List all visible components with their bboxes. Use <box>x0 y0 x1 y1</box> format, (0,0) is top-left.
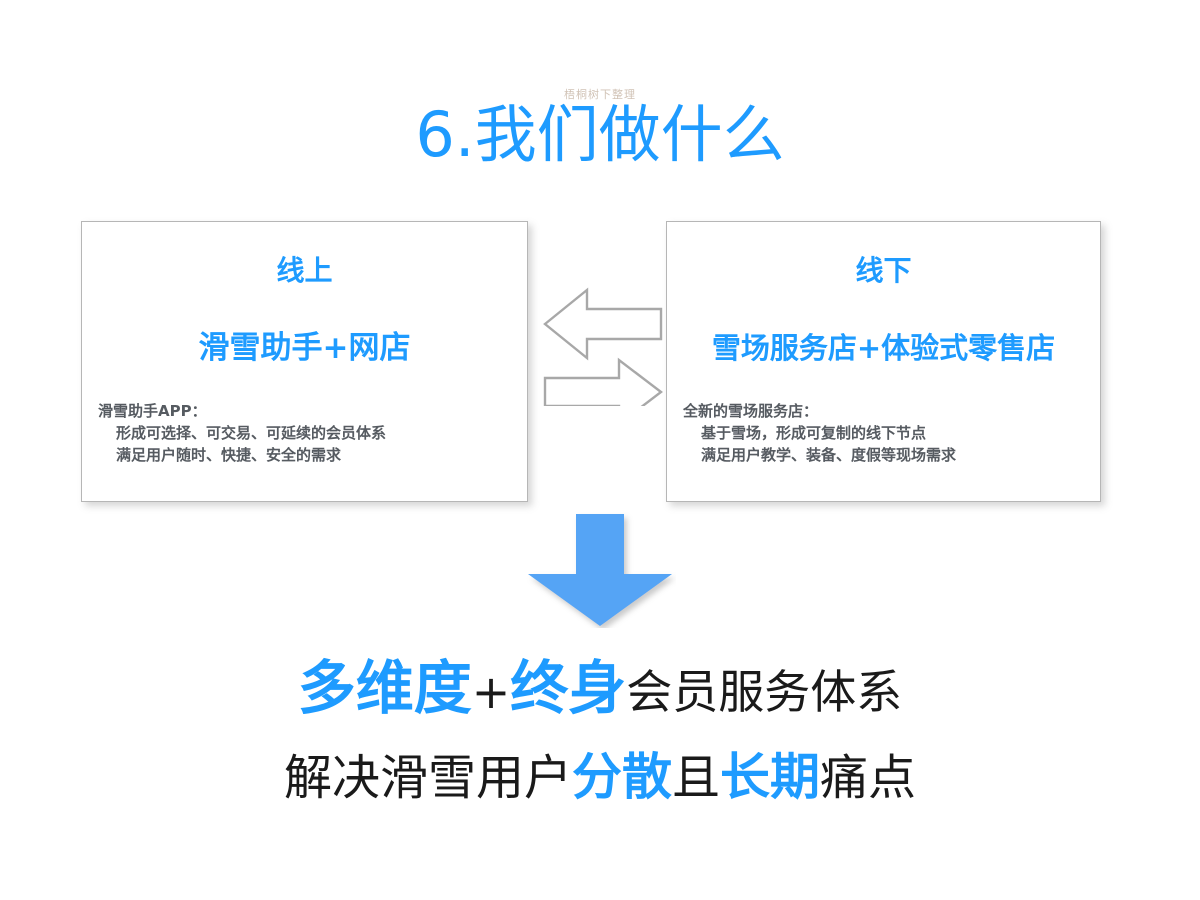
panel-online-item-1: 形成可选择、可交易、可延续的会员体系 <box>116 424 387 442</box>
conclusion-l1-seg3: 终身 <box>510 654 627 722</box>
panel-online-lead: 滑雪助手APP： <box>98 402 207 420</box>
conclusion-line-1: 多维度+终身会员服务体系 <box>0 650 1200 741</box>
conclusion-l2-seg4: 长期 <box>720 748 820 806</box>
conclusion-l1-seg1: 多维度 <box>297 654 472 722</box>
panel-offline-subtitle: 雪场服务店+体验式零售店 <box>711 331 1056 365</box>
panel-online-item-2: 满足用户随时、快捷、安全的需求 <box>116 446 342 464</box>
arrow-left-icon <box>543 287 663 361</box>
panel-offline-heading: 线下 <box>855 254 912 287</box>
panel-online-heading: 线上 <box>276 254 333 287</box>
bidirectional-arrows <box>541 286 665 406</box>
arrow-down-icon <box>528 514 672 626</box>
conclusion-line-2: 解决滑雪用户分散且长期痛点 <box>0 741 1200 825</box>
conclusion-l1-plus: + <box>471 665 511 719</box>
arrow-right-icon <box>543 357 663 406</box>
conclusion-block: 多维度+终身会员服务体系 解决滑雪用户分散且长期痛点 <box>0 650 1200 825</box>
conclusion-l2-seg5: 痛点 <box>820 750 917 806</box>
conclusion-l2-seg2: 分散 <box>571 748 672 806</box>
conclusion-l1-seg4: 会员服务体系 <box>626 665 903 719</box>
panel-offline-body: 全新的雪场服务店： 基于雪场，形成可复制的线下节点 满足用户教学、装备、度假等现… <box>683 400 1090 466</box>
panel-online: 线上 滑雪助手+网店 滑雪助手APP： 形成可选择、可交易、可延续的会员体系 满… <box>81 221 528 502</box>
conclusion-l2-seg3: 且 <box>671 750 720 806</box>
conclusion-l2-seg1: 解决滑雪用户 <box>283 750 572 806</box>
page-title: 6.我们做什么 <box>415 98 785 171</box>
panel-offline: 线下 雪场服务店+体验式零售店 全新的雪场服务店： 基于雪场，形成可复制的线下节… <box>666 221 1101 502</box>
panel-online-body: 滑雪助手APP： 形成可选择、可交易、可延续的会员体系 满足用户随时、快捷、安全… <box>98 400 517 466</box>
panel-online-subtitle: 滑雪助手+网店 <box>198 330 411 366</box>
down-arrow-connector <box>524 512 676 628</box>
panel-offline-item-2: 满足用户教学、装备、度假等现场需求 <box>701 446 957 464</box>
panel-offline-item-1: 基于雪场，形成可复制的线下节点 <box>701 424 927 442</box>
panel-offline-lead: 全新的雪场服务店： <box>683 402 819 420</box>
